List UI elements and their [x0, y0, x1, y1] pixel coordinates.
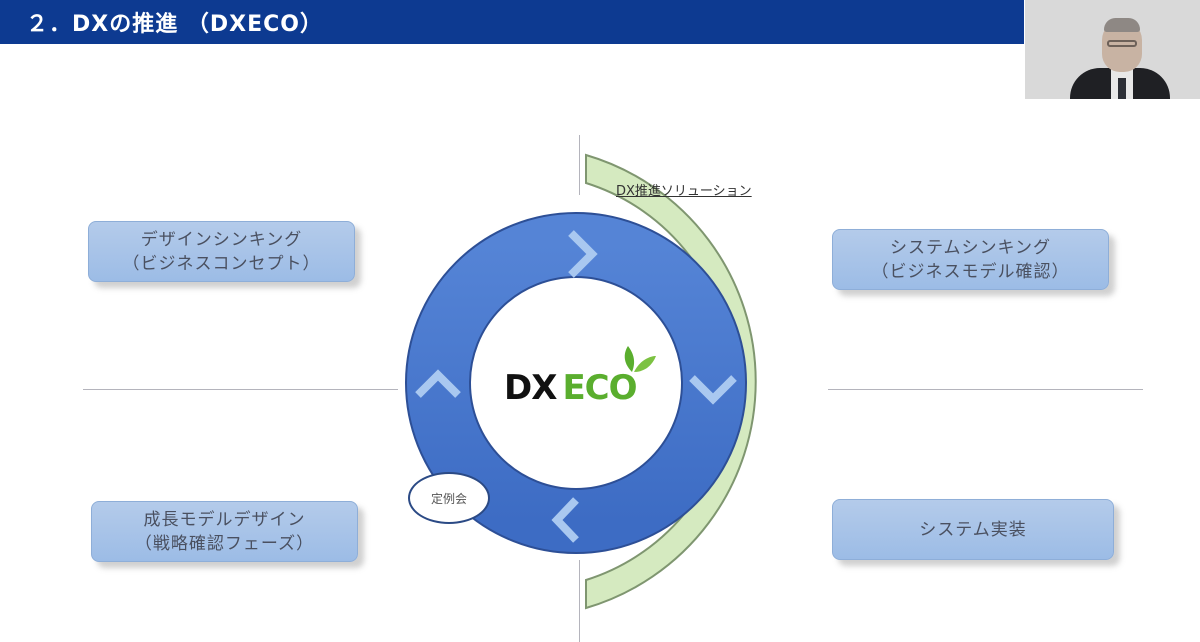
- presenter-glasses: [1107, 40, 1137, 47]
- box-line2: （ビジネスモデル確認）: [871, 261, 1070, 282]
- logo-eco: ECO: [562, 368, 637, 408]
- presenter-tie: [1118, 78, 1126, 99]
- slide-title: ２．DXの推進 （DXECO）: [26, 12, 323, 37]
- regular-meeting-badge: 定例会: [408, 472, 490, 524]
- box-design-thinking: デザインシンキング （ビジネスコンセプト）: [88, 221, 355, 282]
- horizontal-divider-left: [83, 389, 398, 390]
- box-line1: システムシンキング: [890, 237, 1051, 258]
- box-line1: デザインシンキング: [140, 229, 303, 250]
- presenter-hair: [1104, 18, 1140, 32]
- box-line1: 成長モデルデザイン: [143, 509, 306, 530]
- vertical-divider-bottom: [579, 560, 580, 642]
- leaf-icon: [624, 346, 635, 372]
- box-system-implementation: システム実装: [832, 499, 1114, 560]
- horizontal-divider-right: [828, 389, 1143, 390]
- box-system-thinking: システムシンキング （ビジネスモデル確認）: [832, 229, 1109, 290]
- logo-dx: DX: [504, 368, 557, 408]
- chevron-left-icon: [551, 497, 579, 543]
- box-line2: （ビジネスコンセプト）: [122, 253, 321, 274]
- box-growth-model-design: 成長モデルデザイン （戦略確認フェーズ）: [91, 501, 358, 562]
- chevron-down-icon: [689, 375, 737, 405]
- chevron-right-icon: [568, 230, 598, 278]
- box-line2: （戦略確認フェーズ）: [134, 533, 315, 554]
- box-line1: システム実装: [919, 519, 1027, 540]
- chevron-up-icon: [415, 369, 461, 398]
- vertical-divider-top: [579, 135, 580, 195]
- slide-title-bar: ２．DXの推進 （DXECO）: [0, 0, 1024, 44]
- solution-arc-label: DX推進ソリューション: [616, 184, 752, 199]
- presenter-video: [1025, 0, 1200, 99]
